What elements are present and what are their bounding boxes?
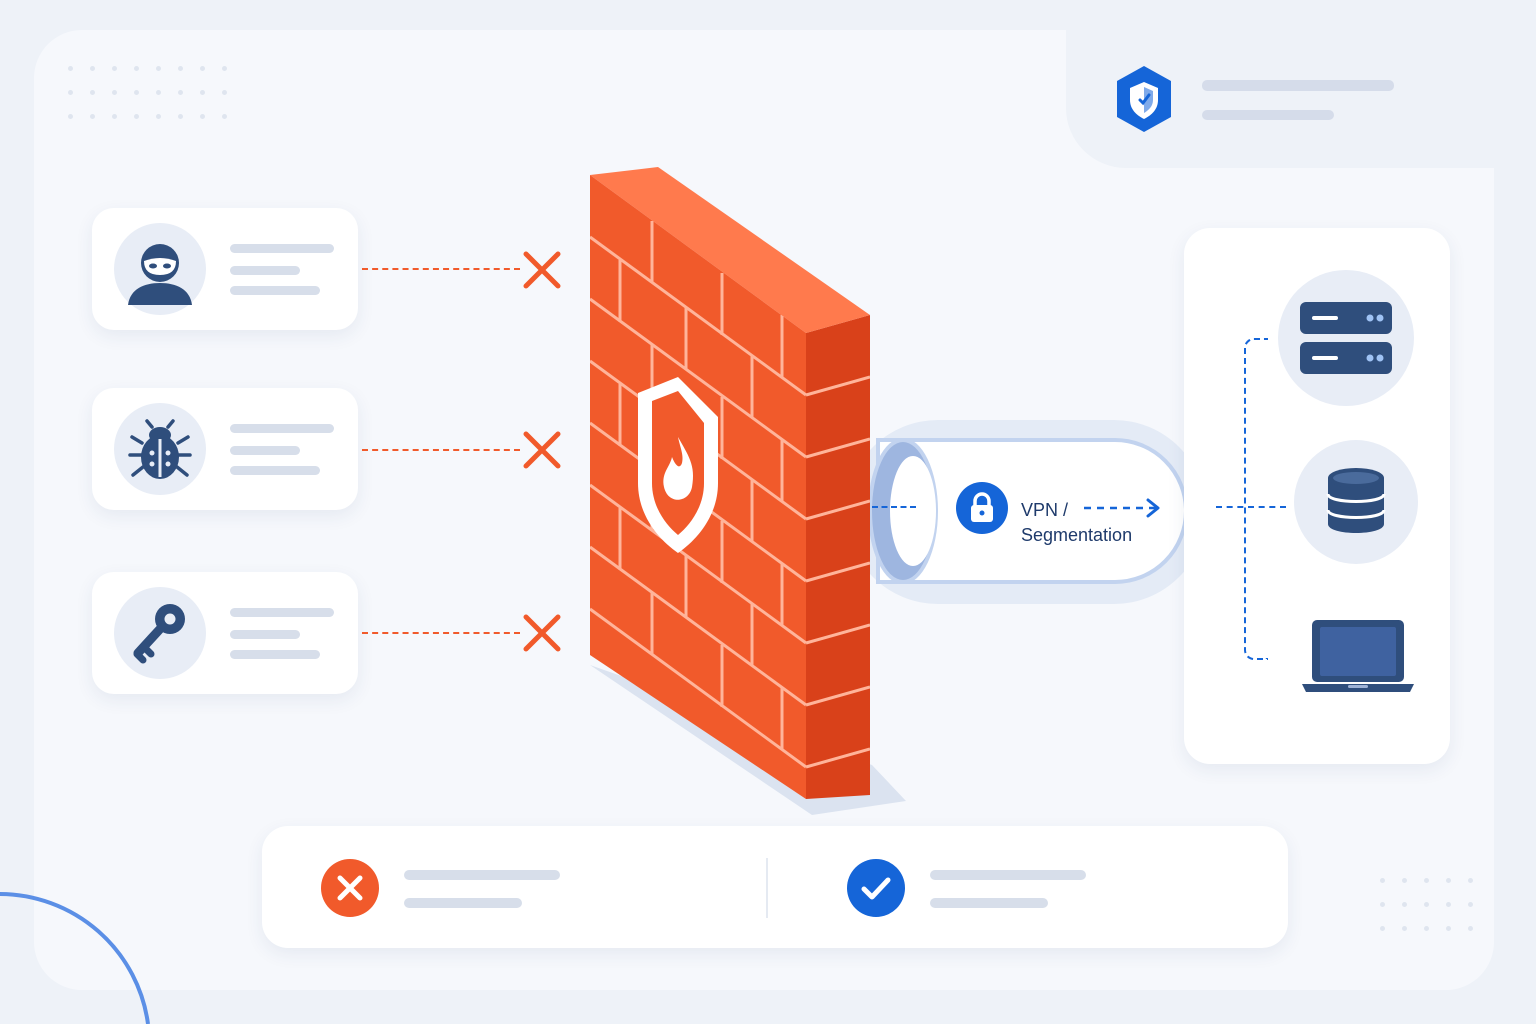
threat-title-placeholder xyxy=(230,244,334,253)
blocked-x-icon xyxy=(523,614,561,652)
threat-card-malware xyxy=(92,388,358,510)
firewall-wall xyxy=(590,167,906,815)
tunnel-inbound-line xyxy=(872,506,916,508)
server-icon xyxy=(1300,302,1392,374)
header-subtitle-placeholder xyxy=(1202,110,1334,120)
lock-icon xyxy=(971,492,993,522)
threat-title-placeholder xyxy=(230,424,334,433)
blocked-connector xyxy=(362,268,520,270)
decorative-arc xyxy=(0,892,150,1024)
shield-badge-icon xyxy=(1117,66,1171,132)
allowed-check-icon xyxy=(847,859,905,917)
arrow-right-icon xyxy=(1084,498,1160,518)
blocked-x-icon xyxy=(321,859,379,917)
tunnel-label-line1: VPN / xyxy=(1021,500,1069,520)
blocked-x-icon xyxy=(523,251,561,289)
avatar xyxy=(114,587,206,679)
avatar xyxy=(114,403,206,495)
legend-allowed-line-placeholder xyxy=(930,898,1048,908)
legend-bar xyxy=(262,826,1288,948)
key-icon xyxy=(133,604,185,664)
threat-line-placeholder xyxy=(230,650,320,659)
legend-blocked-title-placeholder xyxy=(404,870,560,880)
wall-top xyxy=(590,167,870,333)
database-icon xyxy=(1326,468,1386,533)
wall-side xyxy=(806,315,870,799)
network-link xyxy=(1216,506,1286,508)
threat-line-placeholder xyxy=(230,286,320,295)
hacker-icon xyxy=(128,244,192,305)
blocked-connector xyxy=(362,632,520,634)
laptop-icon xyxy=(1302,620,1414,692)
threat-line-placeholder xyxy=(230,630,300,639)
threat-line-placeholder xyxy=(230,446,300,455)
flame-shield-icon xyxy=(638,377,718,553)
header-title-placeholder xyxy=(1202,80,1394,91)
tunnel-label-line2: Segmentation xyxy=(1021,525,1133,545)
lock-badge xyxy=(956,482,1008,534)
bug-icon xyxy=(128,419,192,479)
tunnel-opening-inner xyxy=(890,456,936,566)
avatar xyxy=(114,223,206,315)
threat-title-placeholder xyxy=(230,608,334,617)
threat-card-hacker xyxy=(92,208,358,330)
resource-server xyxy=(1278,270,1414,406)
blocked-x-icon xyxy=(523,431,561,469)
network-bus xyxy=(1244,338,1268,660)
blocked-connector xyxy=(362,449,520,451)
legend-allowed-title-placeholder xyxy=(930,870,1086,880)
threat-line-placeholder xyxy=(230,466,320,475)
threat-card-credentials xyxy=(92,572,358,694)
legend-blocked-line-placeholder xyxy=(404,898,522,908)
legend-divider xyxy=(766,858,768,918)
threat-line-placeholder xyxy=(230,266,300,275)
resource-database xyxy=(1294,440,1418,564)
